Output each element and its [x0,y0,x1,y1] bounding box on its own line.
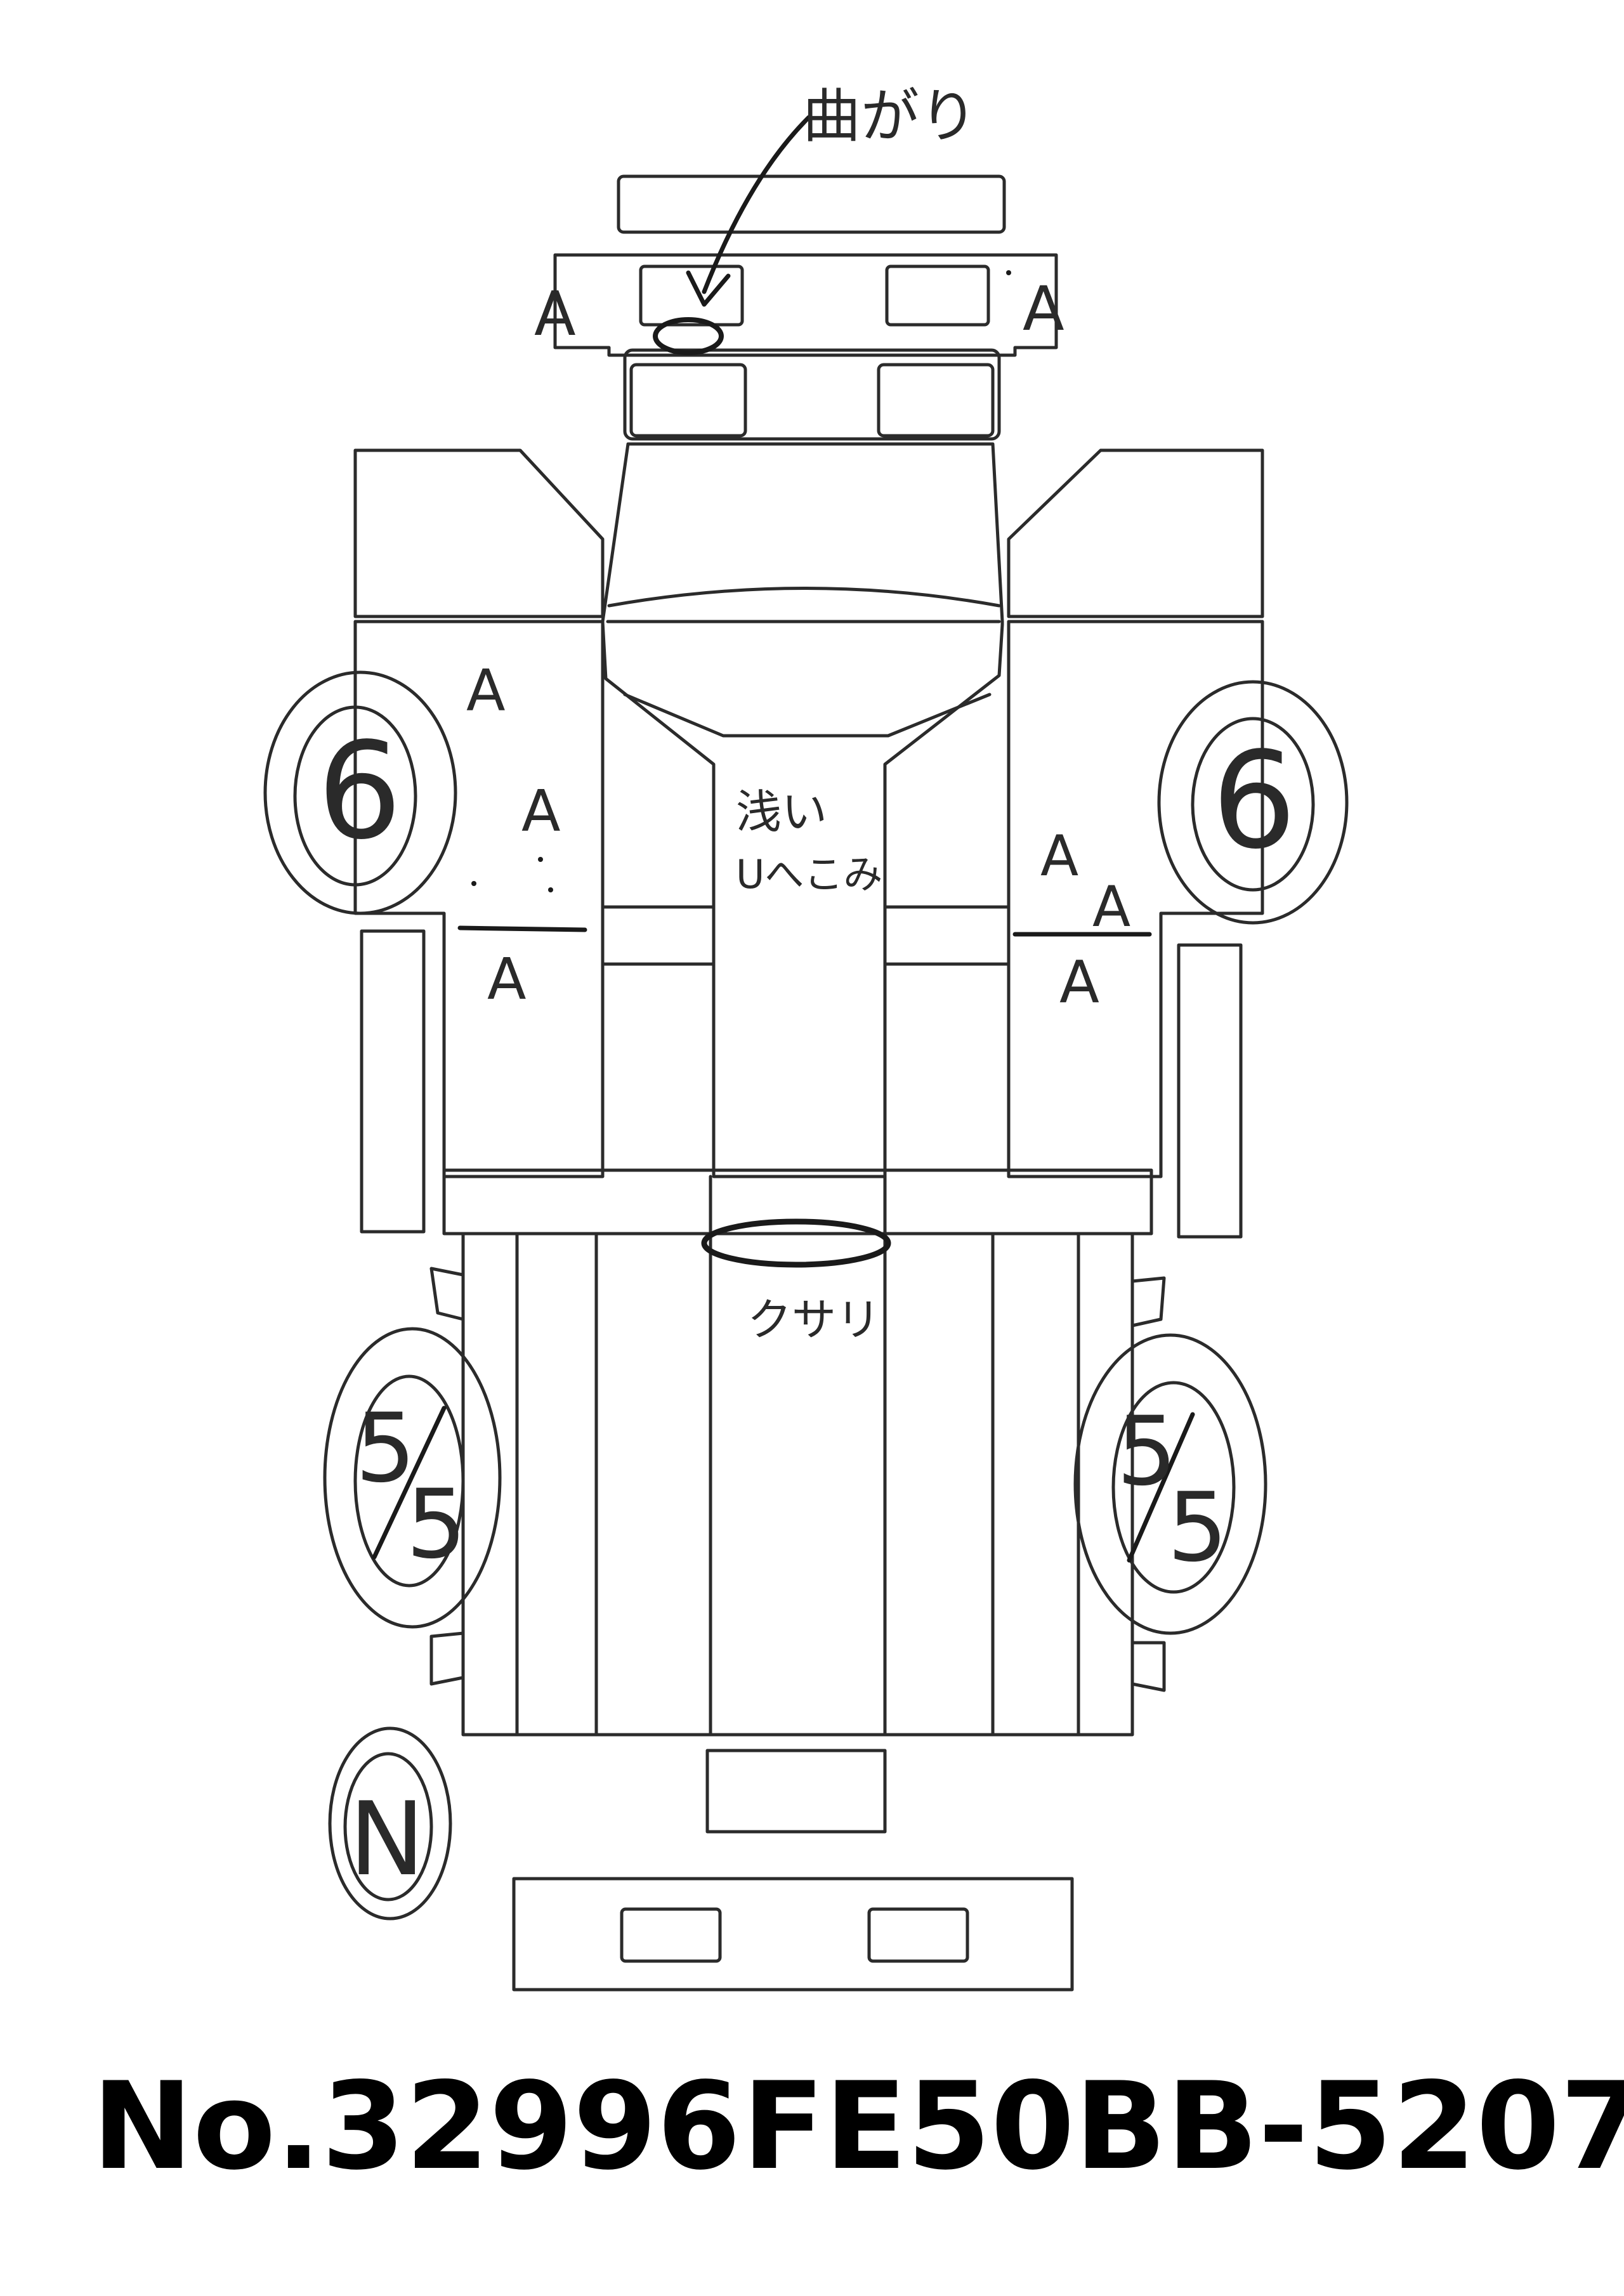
rear-right-wheel-inner [1111,1381,1236,1594]
footer: No.32996 FE50BB-520747 [92,2056,1624,2196]
rear-light-right [867,1907,969,1963]
front-left-wheel-inner [293,705,417,887]
scratch-dot [1006,270,1011,275]
dash-line [623,693,992,738]
front-right-tire-grade: 6 [1212,723,1297,878]
rear-right-tire-slash [1127,1412,1195,1563]
left-door-mark-middle: A [521,778,561,845]
rear-right-tire-bottom: 5 [1167,1473,1228,1583]
right-door [1007,620,1264,1178]
front-light-right [885,264,990,327]
scratch-dot [538,857,543,862]
left-rear-mudflap [429,1631,465,1686]
chassis-number: FE50BB-520747 [742,2056,1624,2196]
scratch-dot [471,881,476,886]
rear-hitch [705,1749,887,1834]
rear-left-tire-slash [372,1406,447,1560]
frame-corrosion-circle [701,1218,891,1268]
damage-marks [372,115,1195,1563]
front-bumper-top [617,174,1006,234]
rear-left-wheel-outer [323,1327,502,1629]
cab-floor-note-line2: Uへこみ [736,851,882,897]
right-rear-mudflap [1130,1641,1166,1692]
truck-diagram [263,174,1349,1992]
right-front-mudflap [1130,1276,1166,1327]
rear-right-wheel-outer [1073,1333,1267,1635]
rear-right-tire-top: 5 [1116,1397,1177,1507]
bend-circle [653,317,724,355]
handwritten-annotations: 曲がり A A A A A A A A 6 6 浅い Uへこみ クサリ 5 5 … [317,82,1297,1898]
grille-left-window [629,363,747,438]
left-side-step [360,929,426,1234]
spare-tire-inner [343,1752,433,1901]
front-left-tire-grade: 6 [317,714,402,869]
vehicle-number: No.32996 [92,2056,741,2196]
left-door-mark-upper: A [466,658,506,724]
front-right-mark: A [1023,273,1064,344]
cab-floor-note-line1: 浅い [736,785,827,838]
windshield-line [607,587,1001,608]
front-grille [623,348,1001,441]
right-door-mark-upper: A [1040,823,1078,889]
frame-note: クサリ [747,1294,881,1346]
bend-pointer-arrow [702,115,811,294]
left-door-dent-line [457,925,587,932]
grille-right-window [877,363,995,438]
spare-tire-grade: N [349,1780,425,1898]
front-left-mark: A [534,278,576,349]
left-front-mudflap [429,1267,465,1321]
rear-light-left [620,1907,722,1963]
right-door-mark-middle: A [1092,874,1130,939]
rear-bumper [512,1877,1074,1992]
bend-label: 曲がり [802,82,978,150]
cab-body [601,442,1004,1178]
front-left-wheel-outer [263,670,457,915]
front-right-wheel-outer [1157,680,1349,925]
left-mirror [353,448,605,618]
rear-left-wheel-inner [353,1374,465,1588]
scratch-dot [548,887,553,892]
front-bumper [553,253,1058,357]
rear-left-tire-bottom: 5 [406,1470,466,1580]
rear-left-tire-top: 5 [355,1393,416,1504]
front-light-left [639,264,744,327]
spare-tire-outer [328,1726,452,1921]
right-side-step [1177,943,1243,1239]
bend-pointer-head [686,270,731,307]
right-mirror [1007,448,1264,618]
front-right-wheel-inner [1191,717,1315,892]
left-door-mark-lower: A [487,946,527,1013]
right-door-mark-lower: A [1059,948,1099,1016]
